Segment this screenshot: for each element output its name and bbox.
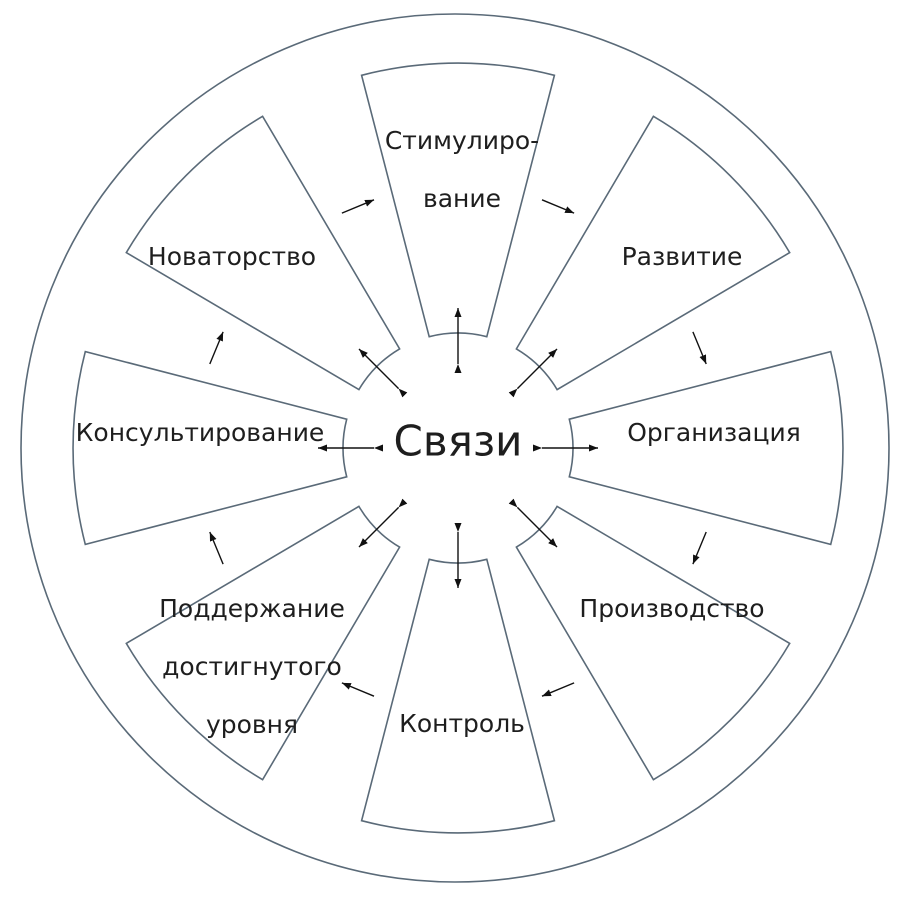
- segment-control: [360, 558, 556, 834]
- cycle-arrow-organization: [692, 531, 707, 565]
- segment-production: [515, 505, 791, 781]
- segment-label-consulting: Консультирование: [76, 418, 325, 447]
- segment-organization: [568, 350, 844, 546]
- segment-label-maintenance: уровня: [206, 710, 298, 739]
- segment-consulting: [72, 350, 348, 546]
- arrows-group: [209, 199, 707, 697]
- radial-arrow-maintenance: [358, 498, 408, 548]
- radial-arrow-innovation: [358, 348, 408, 398]
- center-label: Связи: [394, 417, 523, 466]
- segment-label-production: Производство: [579, 594, 764, 623]
- outer-rim: [20, 13, 890, 883]
- cycle-arrow-stimulation: [541, 199, 575, 214]
- cycle-arrow-control: [341, 682, 375, 697]
- cycle-arrow-production: [541, 682, 575, 697]
- cycle-arrow-maintenance: [209, 531, 224, 565]
- labels-group: Стимулиро-ваниеРазвитиеОрганизацияПроизв…: [76, 126, 801, 739]
- segment-label-control: Контроль: [399, 709, 525, 738]
- segments-group: [72, 62, 844, 834]
- radial-arrow-development: [508, 348, 558, 398]
- segment-label-stimulation: Стимулиро-: [385, 126, 539, 155]
- radial-arrow-production: [508, 498, 558, 548]
- cycle-arrow-development: [692, 331, 707, 365]
- segment-label-maintenance: Поддержание: [159, 594, 345, 623]
- segment-label-development: Развитие: [622, 242, 743, 271]
- segment-label-maintenance: достигнутого: [162, 652, 342, 681]
- segment-label-innovation: Новаторство: [148, 242, 316, 271]
- segment-label-organization: Организация: [627, 418, 801, 447]
- segment-label-stimulation: вание: [423, 184, 501, 213]
- cycle-arrow-consulting: [209, 331, 224, 365]
- cycle-arrow-innovation: [341, 199, 375, 214]
